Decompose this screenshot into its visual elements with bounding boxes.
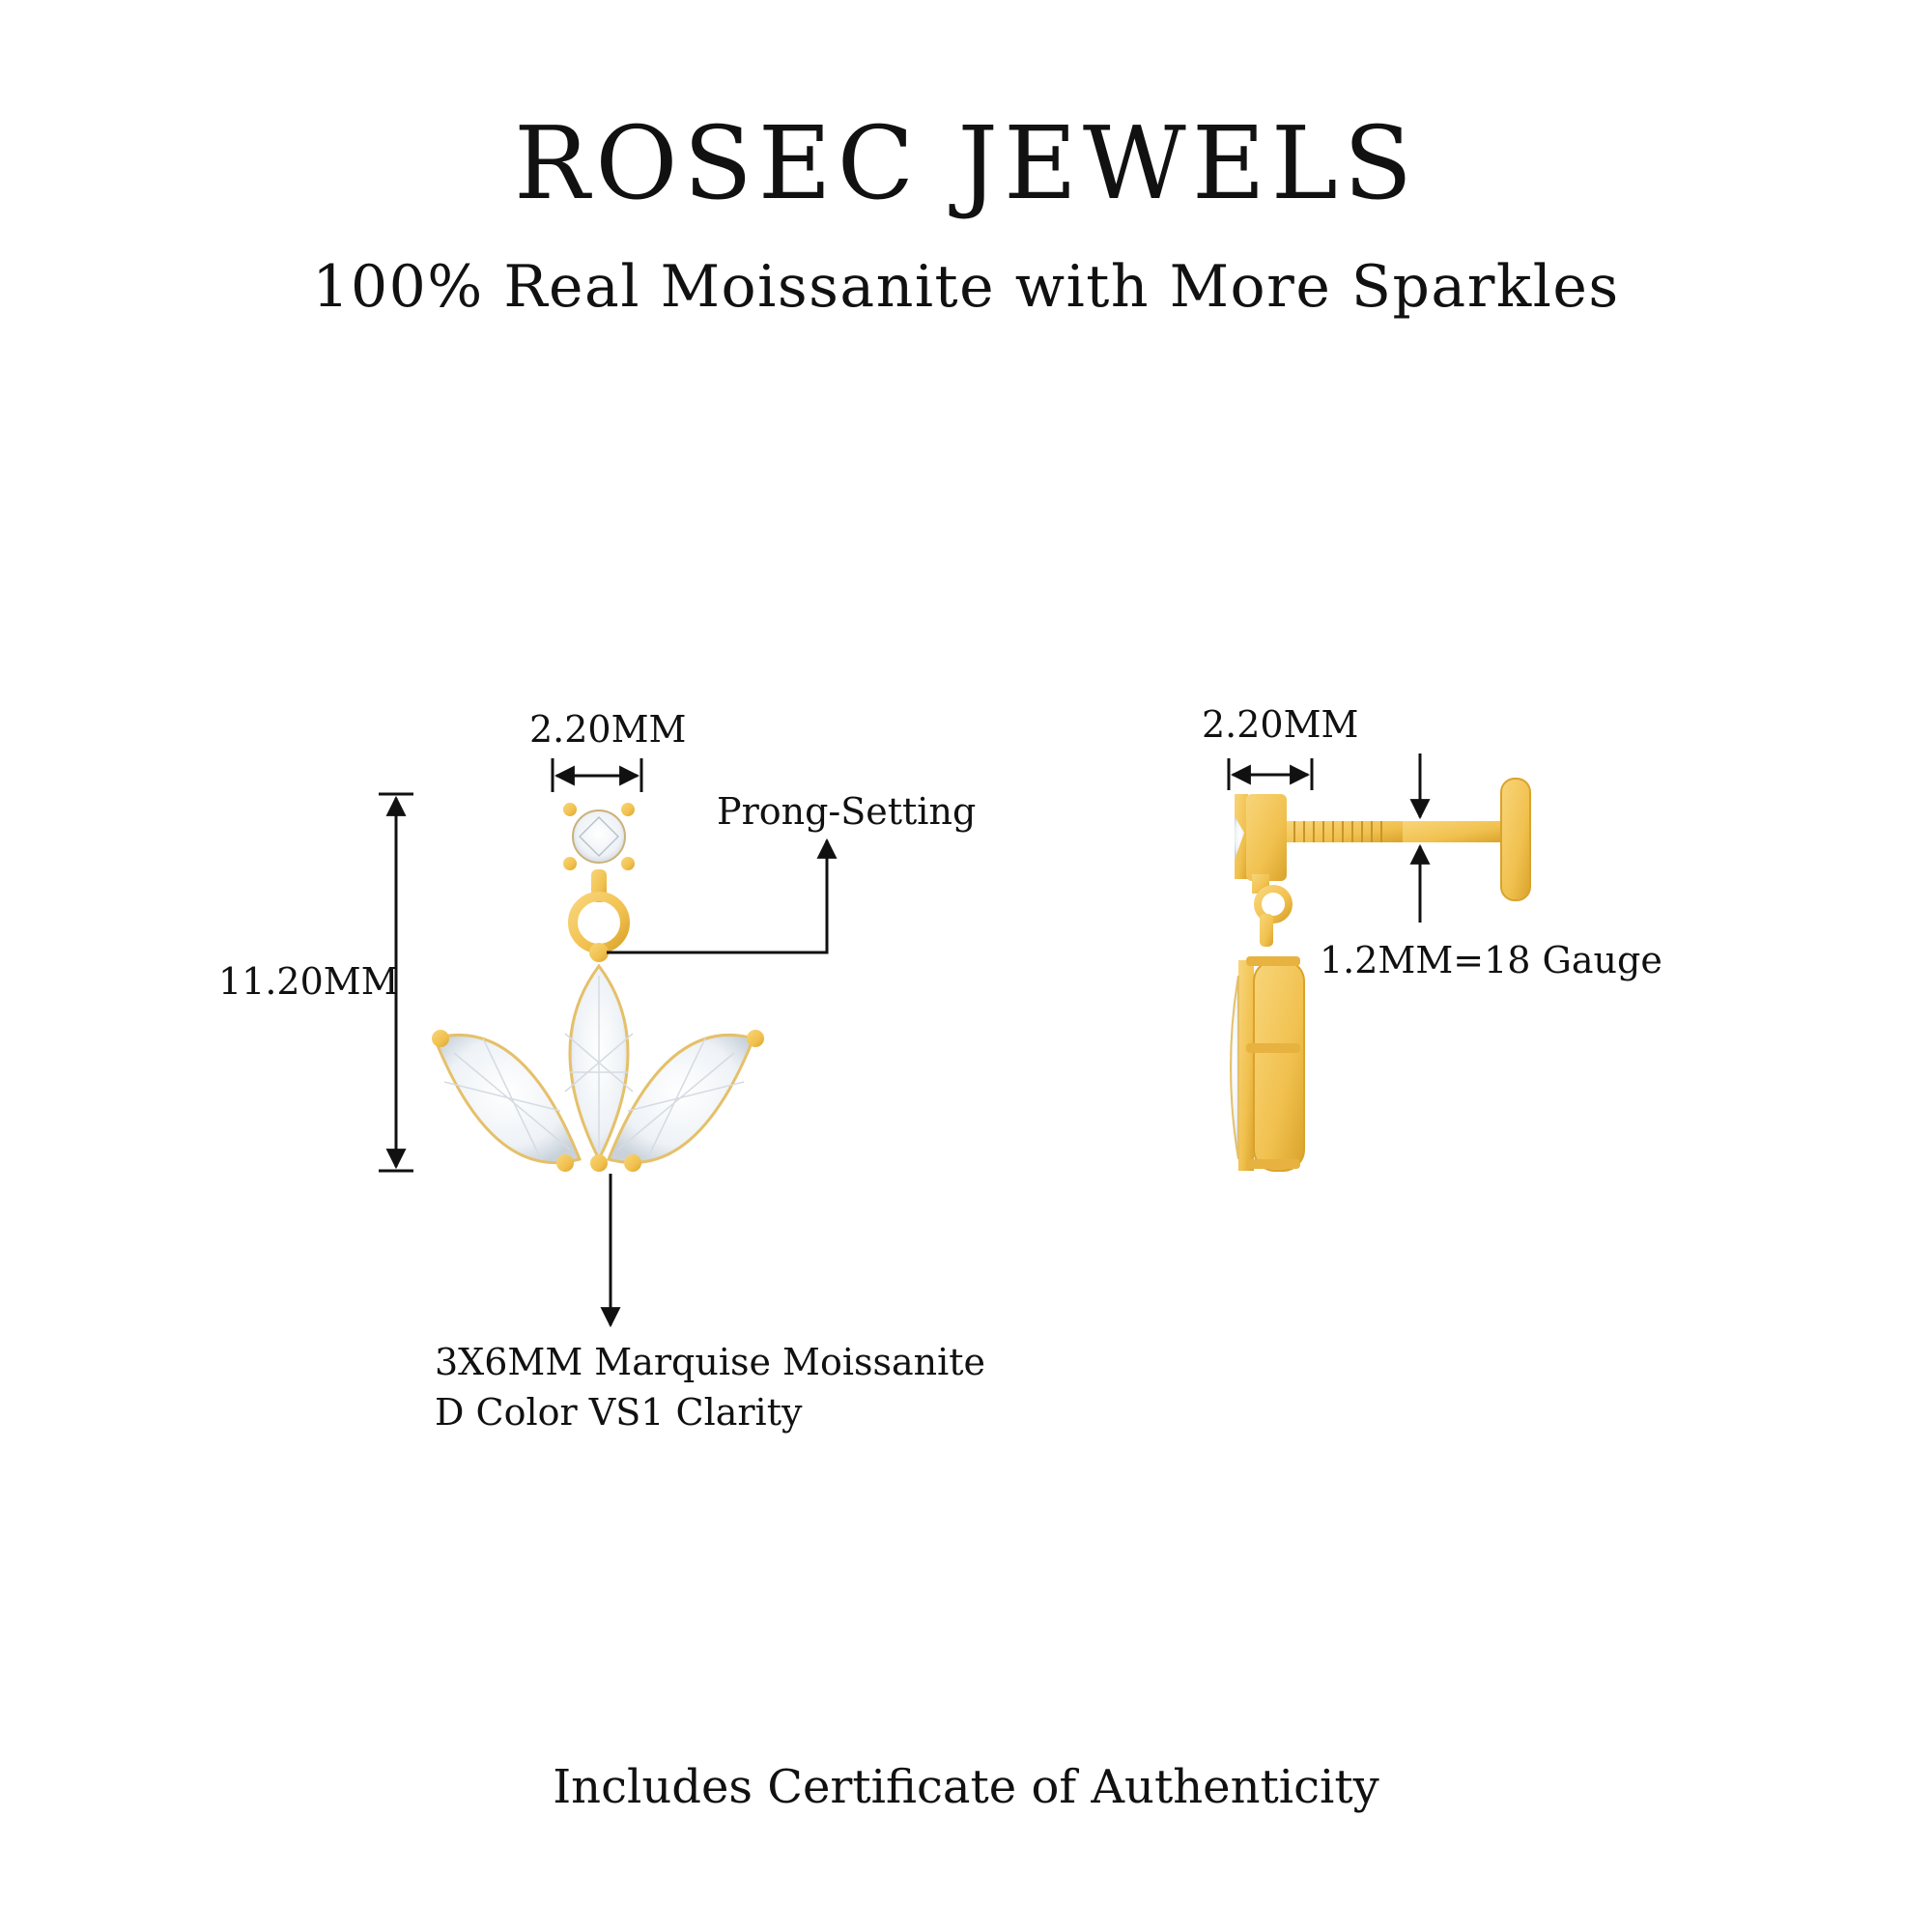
front-stone-width-label: 2.20MM [529,708,687,751]
side-width-dimension [1227,758,1314,790]
side-stone-width-label: 2.20MM [1202,703,1359,746]
prong [621,803,635,816]
prong-setting-label: Prong-Setting [717,790,977,833]
prong [621,857,635,870]
jump-ring [568,869,630,962]
marquise-stone-right [606,1033,756,1165]
side-jump-ring [1252,874,1293,947]
marquise-stone-left [432,1033,582,1165]
flat-back-disc [1500,778,1531,901]
prong [563,857,577,870]
prong [563,803,577,816]
front-height-label: 11.20MM [218,960,399,1003]
marquise-spec-line2: D Color VS1 Clarity [435,1391,803,1434]
front-width-dimension [551,758,643,792]
front-height-dimension [379,792,413,1173]
side-view-earring [1230,778,1531,1172]
side-top-setting [1235,794,1287,881]
prong-setting-leader [607,838,838,954]
side-marquise-setting [1230,956,1305,1172]
top-round-stone [563,803,635,870]
front-view-earring [432,803,764,1172]
marquise-spec-line1: 3X6MM Marquise Moissanite [435,1341,986,1383]
gauge-label: 1.2MM=18 Gauge [1320,939,1662,981]
brand-title: ROSEC JEWELS [513,104,1419,222]
certificate-note: Includes Certificate of Authenticity [553,1760,1379,1814]
marquise-prongs [432,1030,764,1172]
tagline: 100% Real Moissanite with More Sparkles [312,253,1620,321]
threaded-post [1285,821,1503,842]
